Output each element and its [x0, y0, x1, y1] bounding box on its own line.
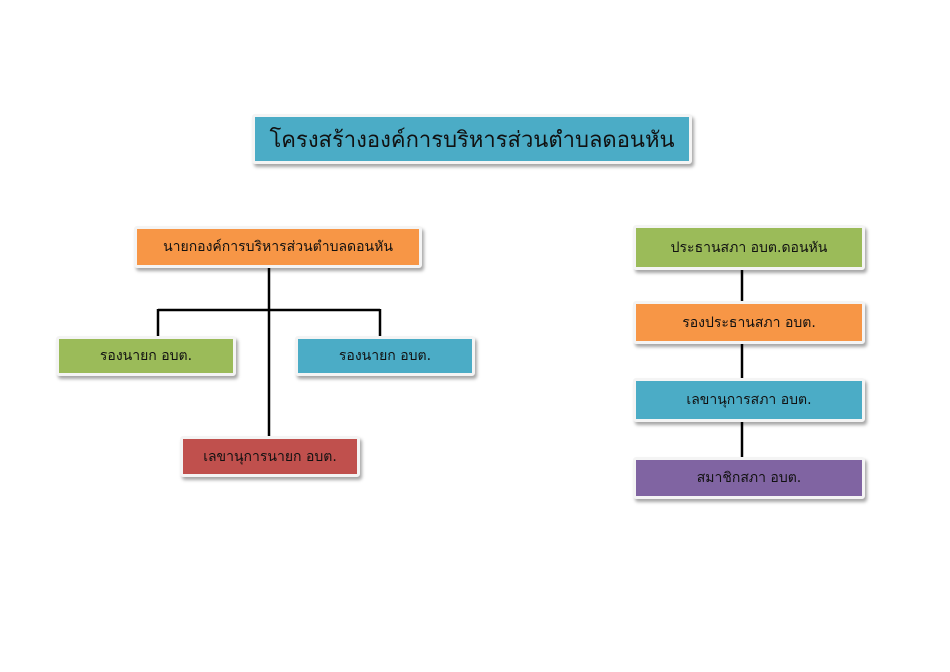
deputy-mayor-left-box: รองนายก อบต.: [56, 336, 236, 376]
council-members-box: สมาชิกสภา อบต.: [633, 457, 865, 499]
council-vice-chairman-box: รองประธานสภา อบต.: [633, 301, 865, 344]
org-structure-title: โครงสร้างองค์การบริหารส่วนตำบลดอนหัน: [252, 114, 692, 164]
mayor-secretary-box: เลขานุการนายก อบต.: [180, 436, 360, 477]
council-secretary-box: เลขานุการสภา อบต.: [633, 378, 865, 422]
deputy-mayor-right-box: รองนายก อบต.: [295, 336, 475, 376]
council-chairman-box: ประธานสภา อบต.ดอนหัน: [633, 225, 865, 270]
mayor-box: นายกองค์การบริหารส่วนตำบลดอนหัน: [134, 226, 422, 268]
